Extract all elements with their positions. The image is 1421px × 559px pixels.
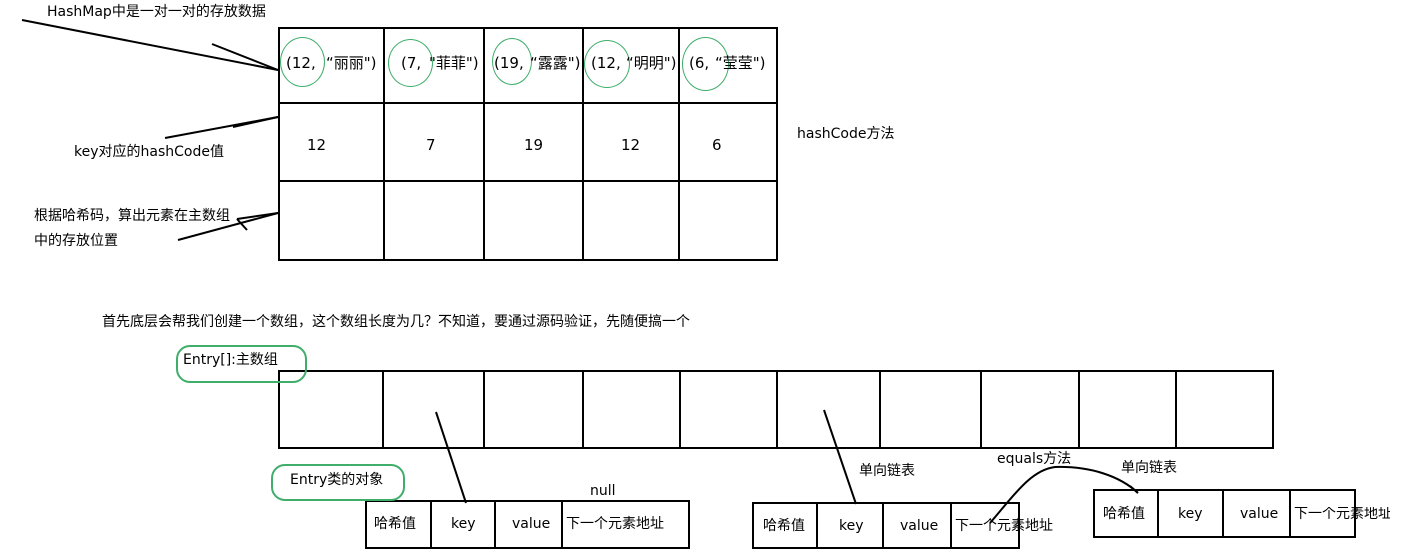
node1-value-field: value: [512, 516, 551, 532]
node2-key-field: key: [839, 518, 864, 534]
hashcode-1: 12: [307, 136, 327, 154]
key-highlight-2: [388, 39, 433, 87]
linked-list-label-1: 单向链表: [859, 463, 915, 479]
node1-next-field: 下一个元素地址: [566, 516, 664, 532]
key-hashcode-label: key对应的hashCode值: [74, 144, 224, 160]
pair-key-3: (19,: [494, 54, 524, 72]
pair-key-4: (12,: [591, 54, 621, 72]
entry-node-2: [752, 502, 1020, 549]
key-highlight-3: [492, 38, 532, 85]
hashcode-5: 6: [712, 136, 722, 154]
pair-value-4: “明明"): [626, 54, 677, 72]
diagram-title: HashMap中是一对一对的存放数据: [47, 4, 266, 20]
arrow-label-to-bucket: [177, 212, 279, 241]
intro-sentence: 首先底层会帮我们创建一个数组，这个数组长度为几？不知道，要通过源码验证，先随便搞…: [102, 314, 690, 330]
hashcode-3: 19: [524, 136, 544, 154]
pair-value-2: "菲菲"): [429, 54, 479, 72]
pair-key-2: (7,: [401, 54, 422, 72]
entry-array-oval: [176, 345, 307, 383]
hashcode-4: 12: [621, 136, 641, 154]
entry-array-label: Entry[]:主数组: [183, 352, 278, 368]
entry-object-oval: [271, 464, 405, 501]
node1-hash-field: 哈希值: [374, 516, 416, 532]
null-label: null: [590, 483, 616, 499]
link-array-to-node-2: [823, 409, 857, 505]
arrow-title-to-pair: [21, 19, 279, 71]
entry-node-3: [1093, 489, 1356, 538]
node3-hash-field: 哈希值: [1103, 506, 1145, 522]
pair-key-1: (12,: [286, 54, 316, 72]
entry-object-label: Entry类的对象: [290, 472, 384, 488]
key-highlight-4: [584, 40, 630, 88]
entry-node-1: [365, 500, 690, 549]
hashcode-method-label: hashCode方法: [797, 126, 895, 142]
bucket-calc-label-line2: 中的存放位置: [34, 233, 118, 249]
node3-value-field: value: [1240, 506, 1279, 522]
hashcode-2: 7: [426, 136, 436, 154]
node2-value-field: value: [900, 518, 939, 534]
pairs-table: [278, 27, 778, 261]
key-highlight-5: [682, 37, 729, 91]
node3-key-field: key: [1178, 506, 1203, 522]
pair-value-1: “丽丽"): [326, 54, 377, 72]
pair-value-3: “露露"): [530, 54, 581, 72]
arrow-label-to-hashcode: [164, 116, 279, 139]
linked-list-label-2: 单向链表: [1121, 460, 1177, 476]
equals-arc: [989, 465, 1139, 524]
bucket-calc-label-line1: 根据哈希码，算出元素在主数组: [34, 208, 230, 224]
equals-method-label: equals方法: [997, 451, 1072, 467]
node1-key-field: key: [451, 516, 476, 532]
node2-next-field: 下一个元素地址: [955, 518, 1053, 534]
pair-value-5: “莹莹"): [715, 54, 766, 72]
key-highlight-1: [280, 37, 325, 87]
node2-hash-field: 哈希值: [763, 518, 805, 534]
pair-key-5: (6,: [689, 54, 710, 72]
node3-next-field: 下一个元素地址: [1294, 507, 1390, 521]
link-array-to-node-1: [435, 411, 467, 504]
